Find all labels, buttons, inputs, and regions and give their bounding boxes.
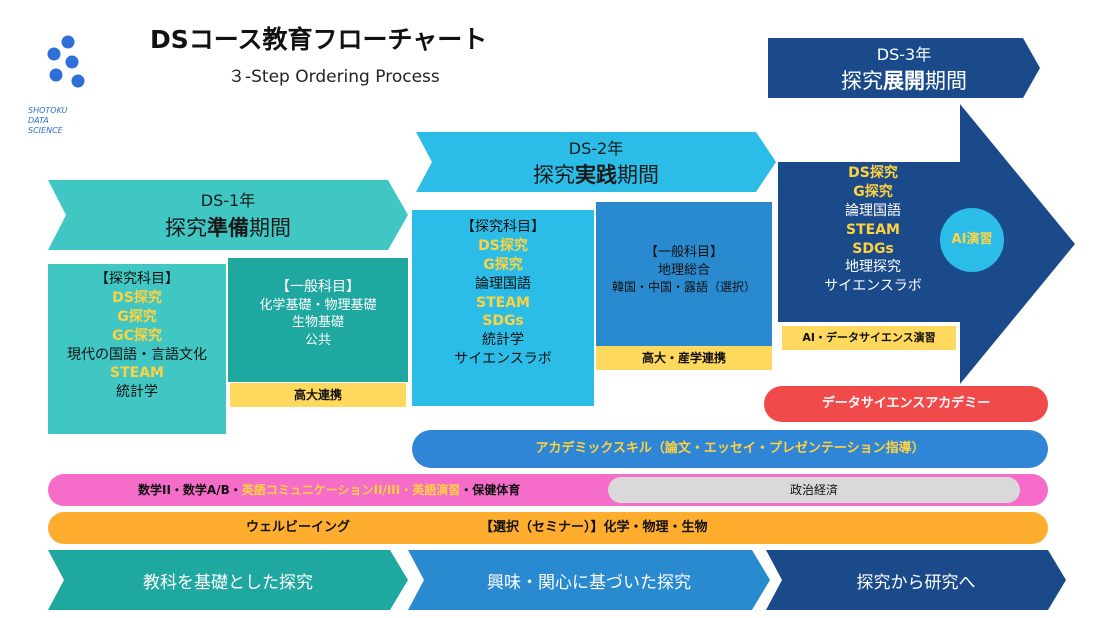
subject-item: 地理総合	[657, 262, 710, 278]
subject-item: サイエンスラボ	[824, 278, 922, 295]
y3-arrow-box: DS探究 G探究 論理国語 STEAM SDGs 地理探究 サイエンスラボ AI…	[778, 104, 1078, 384]
stage-3-label: 探究から研究へ	[856, 573, 976, 593]
phase-2-year: DS-2年	[568, 139, 624, 158]
y1-tag: 高大連携	[230, 383, 406, 407]
subject-item: 統計学	[482, 332, 524, 349]
subject-item: 公共	[304, 332, 331, 348]
politics-pill: 政治経済	[608, 477, 1020, 503]
wellbeing-label: ウェルビーイング	[246, 520, 351, 535]
phase-2-title: 探究実践期間	[533, 163, 659, 187]
academic-skill-label: アカデミックスキル（論文・エッセイ・プレゼンテーション指導）	[535, 441, 925, 456]
phase-1-title: 探究準備期間	[165, 216, 291, 240]
phase-3-title: 探究展開期間	[841, 69, 967, 93]
phase-1-arrow-shape	[48, 180, 408, 250]
subject-item: 統計学	[116, 384, 158, 401]
page-title: DSコース教育フローチャート	[150, 25, 488, 54]
y2-tag: 高大・産学連携	[596, 346, 772, 370]
logo-dots-icon	[47, 35, 85, 88]
subject-item: STEAM	[110, 365, 164, 382]
subject-item: サイエンスラボ	[454, 351, 552, 368]
stage-1-chevron: 教科を基礎とした探究	[48, 550, 408, 610]
stage-2-label: 興味・関心に基づいた探究	[487, 573, 691, 593]
y2-general-box: 【一般科目】 地理総合 韓国・中国・露語（選択）	[596, 202, 772, 346]
stage-2-chevron: 興味・関心に基づいた探究	[408, 550, 770, 610]
common-subjects-label: 数学II・数学A/B・英語コミュニケーションII/III・英語演習・保健体育	[138, 474, 520, 506]
subject-item: DS探究	[848, 165, 898, 181]
subject-item: STEAM	[476, 294, 530, 311]
phase-3-arrow-shape	[768, 38, 1040, 98]
politics-label: 政治経済	[789, 483, 838, 497]
subject-text: ・保健体育	[460, 483, 521, 497]
subject-item: SDGs	[852, 240, 894, 257]
subject-item: 現代の国語・言語文化	[67, 346, 207, 363]
subject-item: G探究	[853, 183, 893, 200]
page-subtitle: ３-Step Ordering Process	[228, 67, 440, 87]
data-science-academy-bar: データサイエンスアカデミー	[764, 386, 1048, 422]
academy-label: データサイエンスアカデミー	[821, 396, 991, 411]
stage-2-shape	[408, 550, 770, 610]
common-subjects-bar: 数学II・数学A/B・英語コミュニケーションII/III・英語演習・保健体育 政…	[48, 474, 1048, 506]
y2-inquiry-box: 【探究科目】 DS探究 G探究 論理国語 STEAM SDGs 統計学 サイエン…	[412, 210, 594, 406]
stage-1-label: 教科を基礎とした探究	[143, 573, 313, 593]
stage-3-shape	[766, 550, 1066, 610]
phase-2-arrow-shape	[416, 132, 776, 192]
subject-text: 数学II・数学A/B・	[138, 483, 242, 497]
subject-text-highlight: 英語コミュニケーションII/III・英語演習	[241, 483, 461, 497]
phase-1-arrow: DS-1年 探究準備期間	[48, 180, 408, 250]
subject-item: SDGs	[482, 313, 524, 330]
seminar-label: 【選択（セミナー）】化学・物理・生物	[480, 520, 708, 535]
y1-inquiry-box: 【探究科目】 DS探究 G探究 GC探究 現代の国語・言語文化 STEAM 統計…	[48, 264, 226, 434]
box-heading: 【探究科目】	[95, 271, 179, 287]
ai-practice-label: AI演習	[951, 232, 993, 247]
phase-1-year: DS-1年	[200, 191, 256, 210]
subject-item: 論理国語	[845, 202, 901, 219]
phase-2-arrow: DS-2年 探究実践期間	[416, 132, 776, 192]
y3-arrow-shape	[778, 104, 1075, 384]
academic-skill-bar: アカデミックスキル（論文・エッセイ・プレゼンテーション指導）	[412, 430, 1048, 468]
subject-item: 生物基礎	[291, 315, 344, 331]
ai-practice-circle: AI演習	[940, 208, 1004, 272]
logo-text-line: DATA	[28, 116, 49, 125]
subject-item: G探究	[117, 308, 157, 325]
subject-item: 韓国・中国・露語（選択）	[611, 280, 756, 295]
subject-item: G探究	[483, 256, 523, 273]
box-heading: 【一般科目】	[276, 279, 360, 295]
stage-1-shape	[48, 550, 408, 610]
box-heading: 【探究科目】	[461, 219, 545, 235]
phase-3-arrow: DS-3年 探究展開期間	[768, 38, 1040, 98]
phase-3-year: DS-3年	[876, 45, 932, 64]
subject-item: GC探究	[112, 327, 162, 344]
stage-3-chevron: 探究から研究へ	[766, 550, 1066, 610]
subject-item: DS探究	[478, 237, 528, 254]
wellbeing-bar: ウェルビーイング 【選択（セミナー）】化学・物理・生物	[48, 512, 1048, 544]
subject-item: 地理探究	[845, 259, 901, 276]
logo-text-line: SCIENCE	[28, 126, 63, 135]
box-heading: 【一般科目】	[644, 245, 723, 260]
subject-item: STEAM	[846, 221, 900, 238]
logo-text-line: SHOTOKU	[28, 106, 68, 115]
subject-item: DS探究	[112, 289, 162, 306]
y3-tag: AI・データサイエンス演習	[782, 326, 956, 350]
y1-general-box: 【一般科目】 化学基礎・物理基礎 生物基礎 公共	[228, 258, 408, 382]
logo: SHOTOKU DATA SCIENCE	[28, 34, 98, 139]
subject-item: 化学基礎・物理基礎	[259, 297, 377, 313]
subject-item: 論理国語	[475, 275, 531, 292]
